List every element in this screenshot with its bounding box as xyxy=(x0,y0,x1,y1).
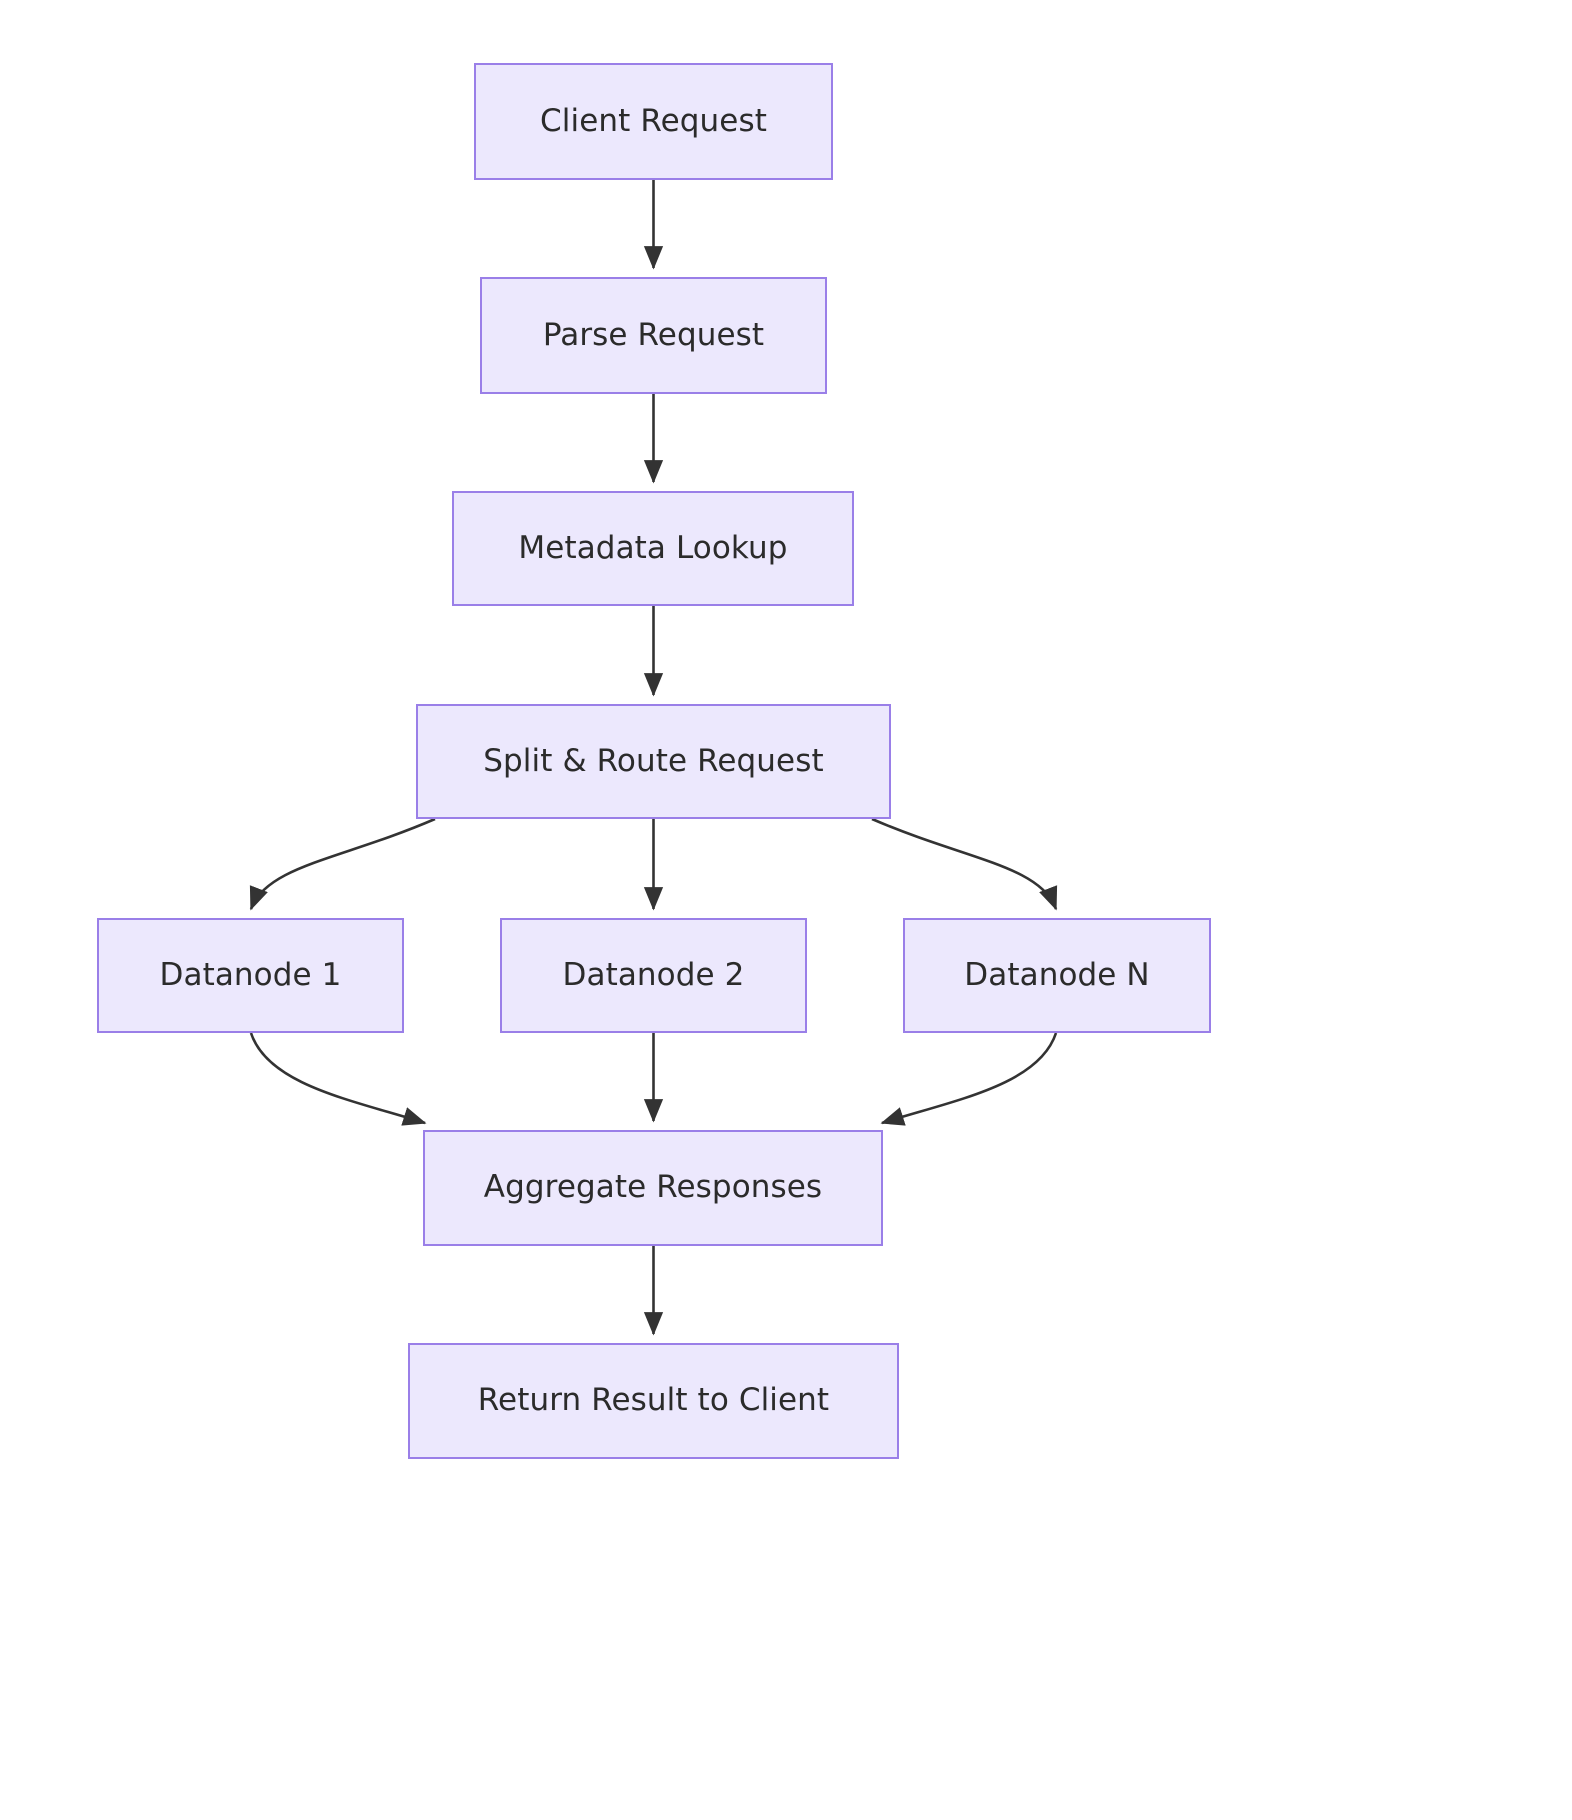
flowchart-node-return_result[interactable]: Return Result to Client xyxy=(408,1343,899,1459)
edge-split_route-to-datanode_n xyxy=(871,817,1058,911)
node-label-aggregate: Aggregate Responses xyxy=(483,1169,823,1206)
flowchart-node-datanode_2[interactable]: Datanode 2 xyxy=(500,918,807,1033)
edge-split_route-to-datanode_1 xyxy=(249,817,436,911)
node-label-client_request: Client Request xyxy=(540,102,767,139)
flowchart-node-parse_request[interactable]: Parse Request xyxy=(480,277,827,394)
flowchart-node-split_route[interactable]: Split & Route Request xyxy=(416,704,891,819)
flowchart-node-datanode_n[interactable]: Datanode N xyxy=(903,918,1211,1033)
node-label-metadata_lookup: Metadata Lookup xyxy=(518,529,788,566)
node-label-datanode_n: Datanode N xyxy=(964,956,1150,993)
flowchart-node-aggregate[interactable]: Aggregate Responses xyxy=(423,1130,883,1246)
node-label-datanode_2: Datanode 2 xyxy=(562,956,745,993)
node-label-split_route: Split & Route Request xyxy=(483,742,824,779)
edge-datanode_1-to-aggregate xyxy=(249,1032,427,1126)
node-label-parse_request: Parse Request xyxy=(542,316,765,353)
node-label-datanode_1: Datanode 1 xyxy=(159,956,342,993)
flowchart-node-datanode_1[interactable]: Datanode 1 xyxy=(97,918,404,1033)
edge-datanode_n-to-aggregate xyxy=(880,1032,1058,1126)
flowchart-node-metadata_lookup[interactable]: Metadata Lookup xyxy=(452,491,854,606)
node-label-return_result: Return Result to Client xyxy=(477,1382,830,1419)
flowchart-node-client_request[interactable]: Client Request xyxy=(474,63,833,180)
